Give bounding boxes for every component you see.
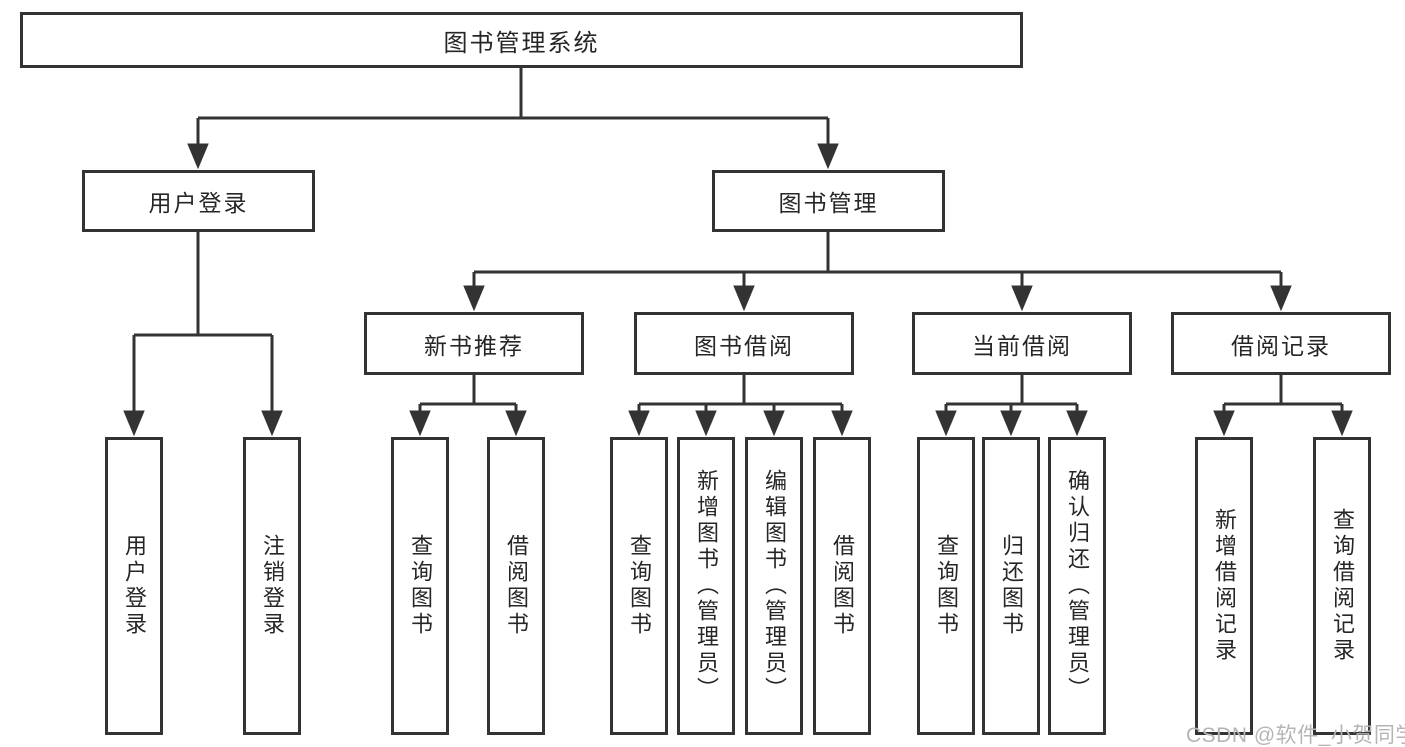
csdn-watermark: CSDN @软件_小贺同学	[1186, 724, 1405, 747]
node-label: 借阅记录	[1231, 332, 1331, 359]
leaf-borrow-query-books: 查询图书	[610, 437, 668, 735]
node-current-borrowing: 当前借阅	[912, 312, 1132, 375]
node-label: 当前借阅	[972, 332, 1072, 359]
node-label: 查询借阅记录	[1330, 508, 1355, 664]
node-label: 借阅图书	[830, 534, 855, 638]
leaf-current-confirm-return-admin: 确认归还（管理员）	[1048, 437, 1106, 735]
leaf-rec-query-books: 查询图书	[391, 437, 449, 735]
node-book-management: 图书管理	[712, 170, 945, 232]
node-user-login: 用户登录	[82, 170, 315, 232]
leaf-records-add-record: 新增借阅记录	[1195, 437, 1253, 735]
node-label: 归还图书	[999, 534, 1024, 638]
leaf-current-return-books: 归还图书	[982, 437, 1040, 735]
leaf-borrow-edit-books-admin: 编辑图书（管理员）	[745, 437, 803, 735]
leaf-borrow-borrow-books: 借阅图书	[813, 437, 871, 735]
leaf-logout: 注销登录	[243, 437, 301, 735]
node-label: 用户登录	[122, 534, 147, 638]
node-label: 确认归还（管理员）	[1065, 469, 1090, 703]
node-book-borrowing: 图书借阅	[634, 312, 854, 375]
leaf-current-query-books: 查询图书	[917, 437, 975, 735]
leaf-records-query-record: 查询借阅记录	[1313, 437, 1371, 735]
node-root-library-system: 图书管理系统	[20, 12, 1023, 68]
node-label: 用户登录	[148, 190, 249, 216]
node-label: 借阅图书	[504, 534, 529, 638]
node-label: 图书借阅	[694, 332, 794, 359]
node-label: 查询图书	[408, 534, 433, 638]
leaf-borrow-add-books-admin: 新增图书（管理员）	[677, 437, 735, 735]
node-label: 图书管理系统	[443, 29, 600, 57]
node-borrowing-records: 借阅记录	[1171, 312, 1391, 375]
leaf-user-login: 用户登录	[105, 437, 163, 735]
node-label: 查询图书	[934, 534, 959, 638]
leaf-rec-borrow-books: 借阅图书	[487, 437, 545, 735]
node-new-book-recommendation: 新书推荐	[364, 312, 584, 375]
node-label: 注销登录	[260, 534, 285, 638]
node-label: 新增图书（管理员）	[694, 469, 719, 703]
node-label: 新书推荐	[424, 332, 524, 359]
node-label: 编辑图书（管理员）	[762, 469, 787, 703]
node-label: 查询图书	[627, 534, 652, 638]
node-label: 图书管理	[778, 190, 879, 216]
node-label: 新增借阅记录	[1212, 508, 1237, 664]
